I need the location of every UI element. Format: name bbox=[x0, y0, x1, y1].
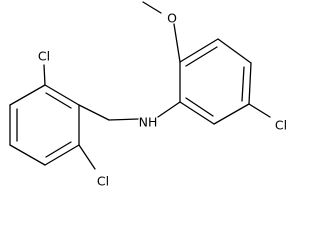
atom-labels: O NH Cl Cl Cl bbox=[38, 11, 287, 189]
bond-o-ring bbox=[173, 23, 181, 63]
bond-ring-b4 bbox=[9, 144, 46, 166]
atom-label-nh: NH bbox=[139, 115, 158, 130]
bond-ring-a3-inner bbox=[241, 66, 245, 102]
atom-label-cl-right: Cl bbox=[275, 118, 287, 133]
bond-methyl-o bbox=[142, 1, 162, 14]
bond-ring-b5 bbox=[44, 144, 80, 166]
bonds-linker bbox=[78, 104, 139, 121]
bond-ring-b1 bbox=[44, 84, 80, 106]
bond-ring-cl-bottom bbox=[78, 144, 96, 170]
bond-ring-b5-inner bbox=[45, 141, 72, 158]
bond-ch2-ring bbox=[78, 104, 110, 121]
bond-ring-a5-inner bbox=[185, 97, 214, 117]
atom-label-o: O bbox=[167, 11, 177, 26]
bond-ring-a1 bbox=[179, 38, 219, 63]
bonds-dichlorophenyl-ring bbox=[9, 64, 96, 170]
bond-ring-cl bbox=[248, 103, 271, 118]
atom-label-cl-top: Cl bbox=[38, 49, 50, 64]
structure-diagram: O NH Cl Cl Cl bbox=[9, 1, 287, 189]
bond-ring-a4 bbox=[213, 103, 250, 125]
bond-ring-a2 bbox=[217, 38, 252, 64]
bond-ring-n bbox=[157, 101, 181, 118]
bond-ring-a3 bbox=[248, 62, 252, 105]
bond-ring-b1-inner bbox=[45, 92, 72, 109]
bond-ring-b2 bbox=[9, 84, 46, 106]
bonds-anisole-ring bbox=[142, 1, 271, 125]
bond-ring-a1-inner bbox=[185, 46, 218, 67]
bond-n-ch2 bbox=[108, 118, 139, 121]
bond-ring-a5 bbox=[179, 101, 215, 125]
bond-ring-cl-top bbox=[43, 64, 46, 86]
atom-label-cl-bottom: Cl bbox=[97, 174, 109, 189]
